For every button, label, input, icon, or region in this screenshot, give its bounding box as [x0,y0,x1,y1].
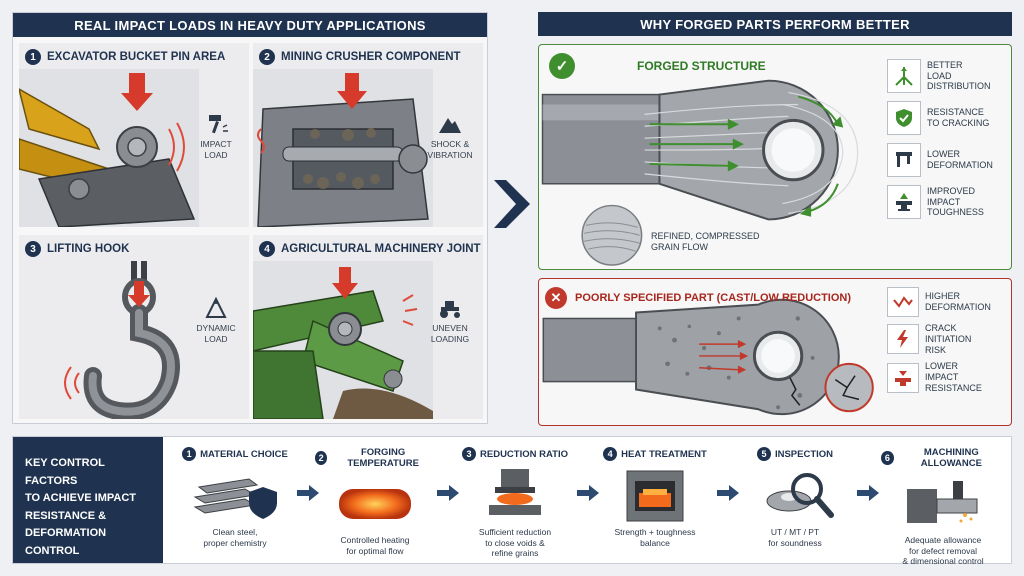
forged-structure-panel: ✓ FORGED STRUCTURE REFINED, COMPRESSED G… [538,44,1012,270]
cast-part-illustration [542,298,874,416]
forged-title: FORGED STRUCTURE [637,59,766,73]
agricultural-illustration [253,261,433,419]
uneven-loading-note: UNEVEN LOADING [421,297,479,344]
steel-bars-icon [193,478,277,519]
check-icon: ✓ [549,53,575,79]
press-icon [489,469,541,515]
anvil-down-icon [887,362,919,393]
applications-grid: 1 EXCAVATOR BUCKET PIN AREA [19,43,483,419]
applications-panel: REAL IMPACT LOADS IN HEAVY DUTY APPLICAT… [12,12,488,424]
cell-title: MINING CRUSHER COMPONENT [281,51,461,63]
applications-header: REAL IMPACT LOADS IN HEAVY DUTY APPLICAT… [13,13,487,37]
flow-arrow-icon [494,180,530,228]
cross-icon: ✕ [545,287,567,309]
step-arrow-icon [297,485,319,501]
poor-part-title: POORLY SPECIFIED PART (CAST/LOW REDUCTIO… [575,292,852,304]
caliper-icon [887,143,921,177]
furnace-icon [626,470,684,522]
cell-number: 2 [259,49,275,65]
forged-part-illustration [541,79,859,266]
excavator-illustration [19,69,199,227]
shock-vibration-note: SHOCK & VIBRATION [421,113,479,160]
cell-crusher: 2 MINING CRUSHER COMPONENT [253,43,483,227]
tractor-icon [440,301,460,318]
mountain-icon [439,118,461,133]
cell-agricultural-joint: 4 AGRICULTURAL MACHINERY JOINT [253,235,483,419]
grain-flow-note: REFINED, COMPRESSED GRAIN FLOW [651,231,760,253]
cell-title: AGRICULTURAL MACHINERY JOINT [281,243,481,255]
cell-number: 3 [25,241,41,257]
hammer-icon [209,115,228,134]
step-arrow-icon [577,485,599,501]
cell-title: EXCAVATOR BUCKET PIN AREA [47,51,226,63]
weight-icon [205,297,227,318]
load-distribution-icon [887,59,921,93]
deformation-icon [887,287,919,317]
dynamic-load-note: DYNAMIC LOAD [187,297,245,344]
crusher-illustration [253,69,433,227]
impact-load-note: IMPACT LOAD [187,113,245,160]
cell-excavator: 1 EXCAVATOR BUCKET PIN AREA [19,43,249,227]
cell-number: 1 [25,49,41,65]
step-arrow-icon [437,485,459,501]
anvil-icon [887,185,921,219]
machining-icon [907,481,978,523]
magnifier-icon [766,473,834,518]
step-arrow-icon [717,485,739,501]
cell-title: LIFTING HOOK [47,243,130,255]
cell-number: 4 [259,241,275,257]
cell-lifting-hook: 3 LIFTING HOOK DYNAMIC LOAD [19,235,249,419]
shield-icon [887,101,921,135]
step-arrow-icon [857,485,879,501]
control-factors-bar: KEY CONTROL FACTORS TO ACHIEVE IMPACT RE… [12,436,1012,566]
poor-part-panel: ✕ POORLY SPECIFIED PART (CAST/LOW REDUCT… [538,278,1012,426]
forged-header: WHY FORGED PARTS PERFORM BETTER [538,12,1012,36]
lightning-icon [887,324,919,355]
hot-billet-icon [339,489,411,519]
control-factors-label: KEY CONTROL FACTORS TO ACHIEVE IMPACT RE… [13,437,163,563]
hook-illustration [19,261,199,419]
